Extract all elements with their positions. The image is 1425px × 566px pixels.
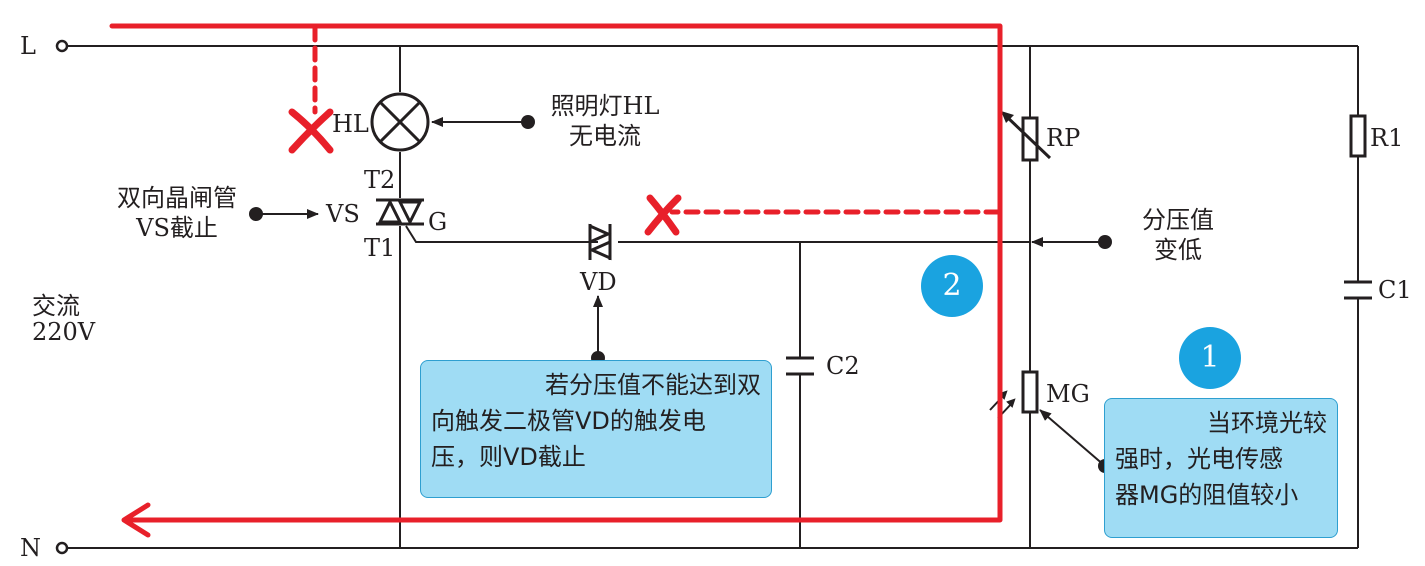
triac-gate-label: G bbox=[428, 208, 448, 236]
light-note-line1: 当环境光较 bbox=[1207, 409, 1327, 437]
step-1-badge: 1 bbox=[1179, 327, 1241, 389]
diac-note: 若分压值不能达到双 向触发二极管VD的触发电 压，则VD截止 bbox=[420, 360, 772, 498]
wiring bbox=[68, 45, 1359, 549]
triac-t1-label: T1 bbox=[364, 234, 396, 262]
callout-pointers bbox=[256, 117, 1106, 467]
capacitor-c2-symbol bbox=[786, 356, 814, 376]
lamp-symbol bbox=[370, 92, 430, 152]
diac-note-line2: 向触发二极管VD的触发电 bbox=[431, 407, 706, 435]
source-label-line1: 交流 bbox=[32, 292, 80, 320]
terminal-l-label: L bbox=[20, 32, 36, 60]
terminal-n-label: N bbox=[20, 534, 41, 562]
terminal-l bbox=[55, 39, 69, 53]
light-note-line3: 器MG的阻值较小 bbox=[1115, 481, 1299, 509]
diac-note-line3: 压，则VD截止 bbox=[431, 443, 586, 471]
resistor-r1-symbol bbox=[1349, 114, 1367, 158]
diac-note-line1: 若分压值不能达到双 bbox=[545, 371, 761, 399]
current-path bbox=[109, 23, 1003, 538]
blocked-x-icon bbox=[288, 108, 682, 236]
light-note: 当环境光较 强时，光电传感 器MG的阻值较小 bbox=[1104, 398, 1338, 538]
triac-callout-line1: 双向晶闸管 bbox=[117, 184, 237, 212]
lamp-label: HL bbox=[332, 110, 369, 138]
photoresistor-symbol bbox=[1021, 370, 1039, 414]
triac-label: VS bbox=[326, 200, 360, 228]
capacitor-c1-symbol bbox=[1344, 280, 1372, 300]
triac-callout-line2: VS截止 bbox=[136, 214, 218, 242]
source-label-line2: 220V bbox=[32, 318, 96, 346]
potentiometer-label: RP bbox=[1046, 124, 1081, 152]
resistor-r1-label: R1 bbox=[1370, 124, 1404, 152]
triac-t2-label: T2 bbox=[364, 166, 396, 194]
lamp-callout-line2: 无电流 bbox=[569, 122, 641, 150]
step-2-badge: 2 bbox=[921, 255, 983, 317]
triac-symbol bbox=[376, 198, 424, 226]
diac-symbol bbox=[588, 223, 612, 261]
divider-callout-line1: 分压值 bbox=[1142, 206, 1214, 234]
terminal-n bbox=[55, 541, 69, 555]
potentiometer-symbol bbox=[1001, 111, 1052, 162]
capacitor-c2-label: C2 bbox=[826, 352, 860, 380]
photoresistor-label: MG bbox=[1046, 380, 1090, 408]
capacitor-c1-label: C1 bbox=[1378, 276, 1412, 304]
lamp-callout-line1: 照明灯HL bbox=[550, 92, 660, 120]
light-note-line2: 强时，光电传感 bbox=[1115, 445, 1283, 473]
divider-callout-line2: 变低 bbox=[1154, 236, 1202, 264]
diac-label: VD bbox=[580, 268, 617, 296]
